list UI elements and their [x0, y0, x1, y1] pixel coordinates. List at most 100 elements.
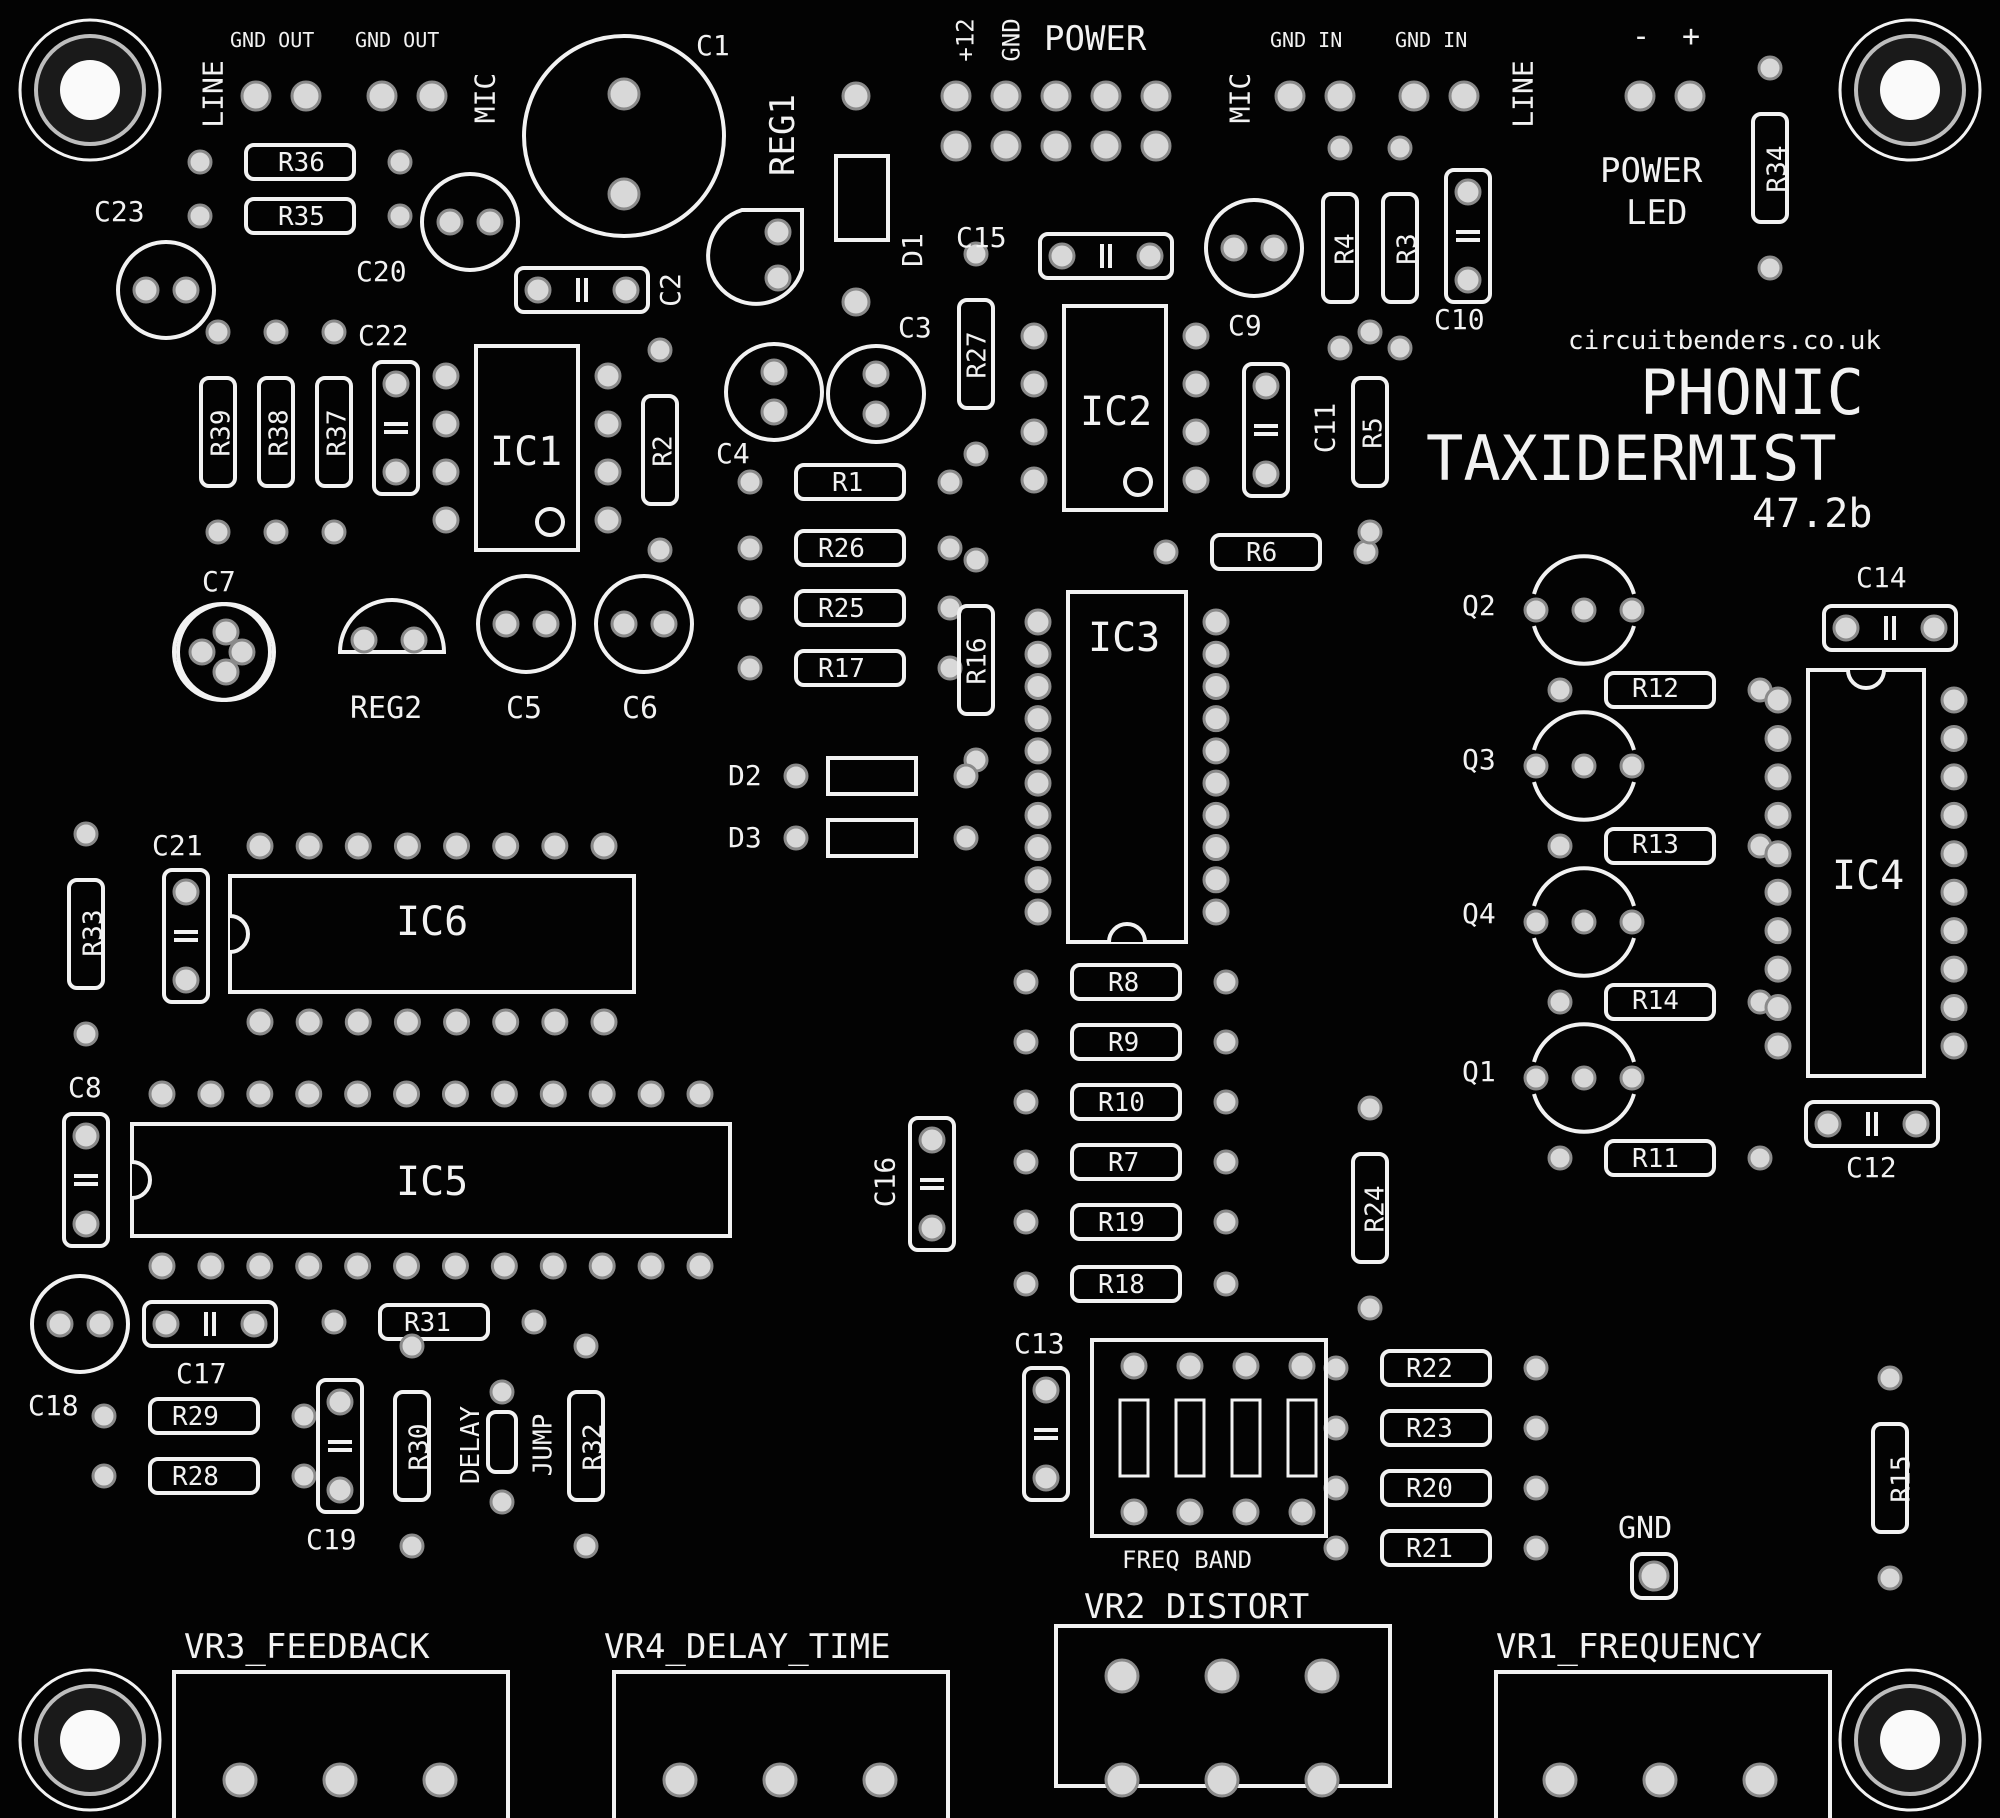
resistor-outline — [1321, 192, 1359, 304]
solder-pad — [1304, 1762, 1340, 1798]
solder-pad — [541, 1008, 569, 1036]
resistor-outline — [1070, 963, 1182, 1001]
solder-pad — [1202, 801, 1230, 829]
line-label-right: LINE — [1506, 60, 1540, 128]
solder-pad — [1202, 737, 1230, 765]
solder-pad — [1020, 370, 1048, 398]
solder-pad — [610, 610, 638, 638]
resistor-outline — [1604, 671, 1716, 709]
ic6-label: IC6 — [396, 899, 469, 945]
solder-pad — [246, 832, 274, 860]
potentiometer-outline — [1054, 1624, 1392, 1788]
solder-pad — [1642, 1762, 1678, 1798]
solder-pad — [393, 832, 421, 860]
vr4-delay-time-label: VR4_DELAY_TIME — [604, 1627, 891, 1667]
solder-pad — [187, 149, 213, 175]
gnd-out-label-a: GND OUT — [230, 28, 315, 52]
solder-pad — [344, 1252, 372, 1280]
electrolytic-capacitor — [594, 574, 694, 674]
mounting-hole — [1880, 1710, 1940, 1770]
solder-pad — [588, 1252, 616, 1280]
c3-label: C3 — [898, 311, 932, 344]
potentiometer-outline — [612, 1670, 950, 1818]
ceramic-capacitor — [1804, 1100, 1940, 1148]
solder-pad — [205, 319, 231, 345]
ic2-label: IC2 — [1080, 389, 1153, 435]
solder-pad — [963, 241, 989, 267]
ic5-label: IC5 — [396, 1159, 469, 1205]
solder-pad — [1104, 1762, 1140, 1798]
r20-label: R20 — [1406, 1474, 1453, 1504]
ic4-label: IC4 — [1832, 853, 1905, 899]
solder-pad — [492, 610, 520, 638]
solder-pad — [1398, 80, 1430, 112]
ic-notch — [1846, 669, 1886, 690]
q2-label: Q2 — [1462, 589, 1496, 622]
solder-pad — [1571, 597, 1597, 623]
resistor-outline — [794, 529, 906, 567]
solder-pad — [1213, 1149, 1239, 1175]
solder-pad — [647, 337, 673, 363]
ic-notch — [1107, 922, 1147, 943]
solder-pad — [1940, 917, 1968, 945]
c4-label: C4 — [716, 437, 750, 470]
resistor-outline — [1351, 1152, 1389, 1264]
plus-label: + — [1682, 19, 1701, 54]
solder-pad — [322, 1762, 358, 1798]
dip-switch-lever — [1118, 1398, 1150, 1478]
jump-label: JUMP — [528, 1413, 559, 1477]
solder-pad — [783, 763, 809, 789]
solder-pad — [393, 1008, 421, 1036]
r28-label: R28 — [172, 1462, 219, 1492]
solder-pad — [1547, 1145, 1573, 1171]
solder-pad — [783, 825, 809, 851]
dip-switch-outline — [1090, 1338, 1328, 1538]
solder-pad — [1357, 1295, 1383, 1321]
solder-pad — [953, 763, 979, 789]
solder-pad — [1357, 1095, 1383, 1121]
r36-label: R36 — [278, 148, 325, 178]
pin1-marker — [1123, 467, 1153, 497]
solder-pad — [492, 1008, 520, 1036]
solder-pad — [1764, 994, 1792, 1022]
c13-label: C13 — [1014, 1327, 1065, 1360]
c6-label: C6 — [622, 691, 659, 726]
solder-pad — [1213, 969, 1239, 995]
solder-pad — [1013, 1089, 1039, 1115]
solder-pad — [432, 362, 460, 390]
solder-pad — [344, 1080, 372, 1108]
q4-label: Q4 — [1462, 897, 1496, 930]
solder-pad — [737, 655, 763, 681]
resistor-outline — [794, 463, 906, 501]
solder-pad — [1232, 1352, 1260, 1380]
resistor-outline — [794, 649, 906, 687]
solder-pad — [1757, 255, 1783, 281]
solder-pad — [1232, 1498, 1260, 1526]
r1-label: R1 — [832, 468, 864, 498]
regulator-reg1 — [706, 208, 804, 306]
solder-pad — [1024, 737, 1052, 765]
c20-label: C20 — [356, 255, 407, 288]
solder-pad — [443, 1008, 471, 1036]
solder-pad — [344, 1008, 372, 1036]
solder-pad — [1024, 705, 1052, 733]
solder-pad — [399, 1533, 425, 1559]
solder-pad — [637, 1080, 665, 1108]
solder-pad — [1202, 672, 1230, 700]
solder-pad — [1327, 135, 1353, 161]
solder-pad — [539, 1080, 567, 1108]
solder-pad — [607, 77, 641, 111]
solder-pad — [246, 1008, 274, 1036]
ceramic-capacitor — [316, 1378, 364, 1514]
resistor-outline — [1751, 112, 1789, 224]
r2-label: R2 — [648, 435, 679, 467]
solder-pad — [1013, 1029, 1039, 1055]
delay-label: DELAY — [456, 1405, 487, 1485]
solder-pad — [172, 276, 200, 304]
c14-label: C14 — [1856, 561, 1907, 594]
transistor-outline — [1532, 866, 1636, 978]
solder-pad — [46, 1310, 74, 1338]
solder-pad — [1040, 80, 1072, 112]
solder-pad — [1024, 834, 1052, 862]
solder-pad — [240, 1310, 268, 1338]
